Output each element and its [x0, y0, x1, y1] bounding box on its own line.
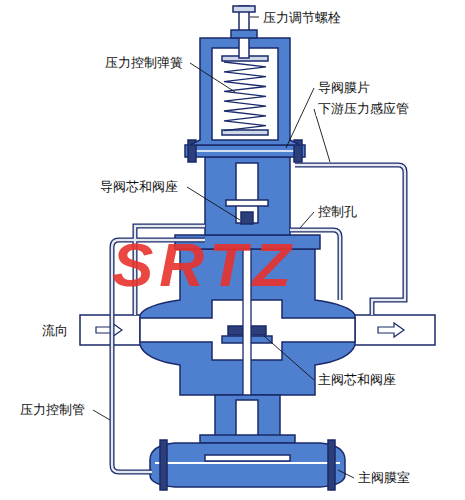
flow-arrows [378, 323, 404, 337]
leader-lines [338, 470, 354, 478]
part-label: 主阀膜室 [356, 470, 412, 485]
leader-lines [286, 88, 314, 148]
pilot-body [205, 157, 290, 235]
leader-lines [93, 17, 354, 478]
leader-lines [314, 109, 330, 162]
main-diaphragm-chamber [205, 455, 290, 461]
pilot-body [226, 200, 268, 206]
leader-lines [300, 212, 314, 228]
pilot-body [205, 157, 290, 235]
watermark: SRTZ [112, 232, 297, 298]
part-label: 导阀膜片 [316, 80, 372, 95]
leader-lines [190, 63, 235, 92]
leader-lines [264, 336, 314, 380]
leader-lines [250, 17, 259, 18]
adjusting-bolt [231, 30, 257, 38]
diaphragm-flange [190, 150, 300, 152]
leader-lines [93, 410, 110, 420]
spring-bonnet [222, 130, 268, 135]
main-diaphragm-chamber [155, 462, 340, 464]
control-tubes [112, 165, 405, 472]
control-tubes [112, 165, 405, 472]
part-label: 压力控制弹簧 [103, 55, 185, 70]
part-label: 控制孔 [316, 204, 359, 219]
main-diaphragm-chamber [150, 443, 345, 487]
pilot-body [236, 163, 258, 223]
part-label: 压力调节螺栓 [261, 10, 343, 25]
control-tubes [112, 165, 405, 472]
adjusting-bolt [233, 6, 255, 12]
control-tubes [295, 165, 405, 315]
spring-bonnet [212, 48, 278, 140]
lower-bonnet [215, 395, 280, 437]
control-tubes [290, 230, 340, 300]
control-tubes [290, 230, 340, 300]
lower-bonnet [200, 435, 295, 443]
lower-bonnet [236, 400, 258, 437]
main-diaphragm-chamber [150, 440, 345, 490]
pipes [353, 315, 435, 345]
adjusting-bolt [231, 6, 257, 58]
spring-coil [224, 62, 266, 131]
control-spring [224, 62, 266, 131]
part-label: 主阀芯和阀座 [316, 372, 398, 387]
leader-lines [187, 187, 240, 220]
pilot-body [241, 212, 253, 224]
part-label: 下游压力感应管 [316, 101, 411, 116]
part-label: 压力控制管 [18, 402, 87, 417]
part-label: 导阀芯和阀座 [98, 179, 180, 194]
flow-label: 流向 [40, 323, 70, 338]
main-diaphragm-chamber [328, 440, 335, 490]
flow-arrows [96, 323, 122, 337]
main-diaphragm-chamber [160, 440, 167, 490]
control-tubes [295, 165, 405, 315]
lower-bonnet [200, 395, 295, 443]
